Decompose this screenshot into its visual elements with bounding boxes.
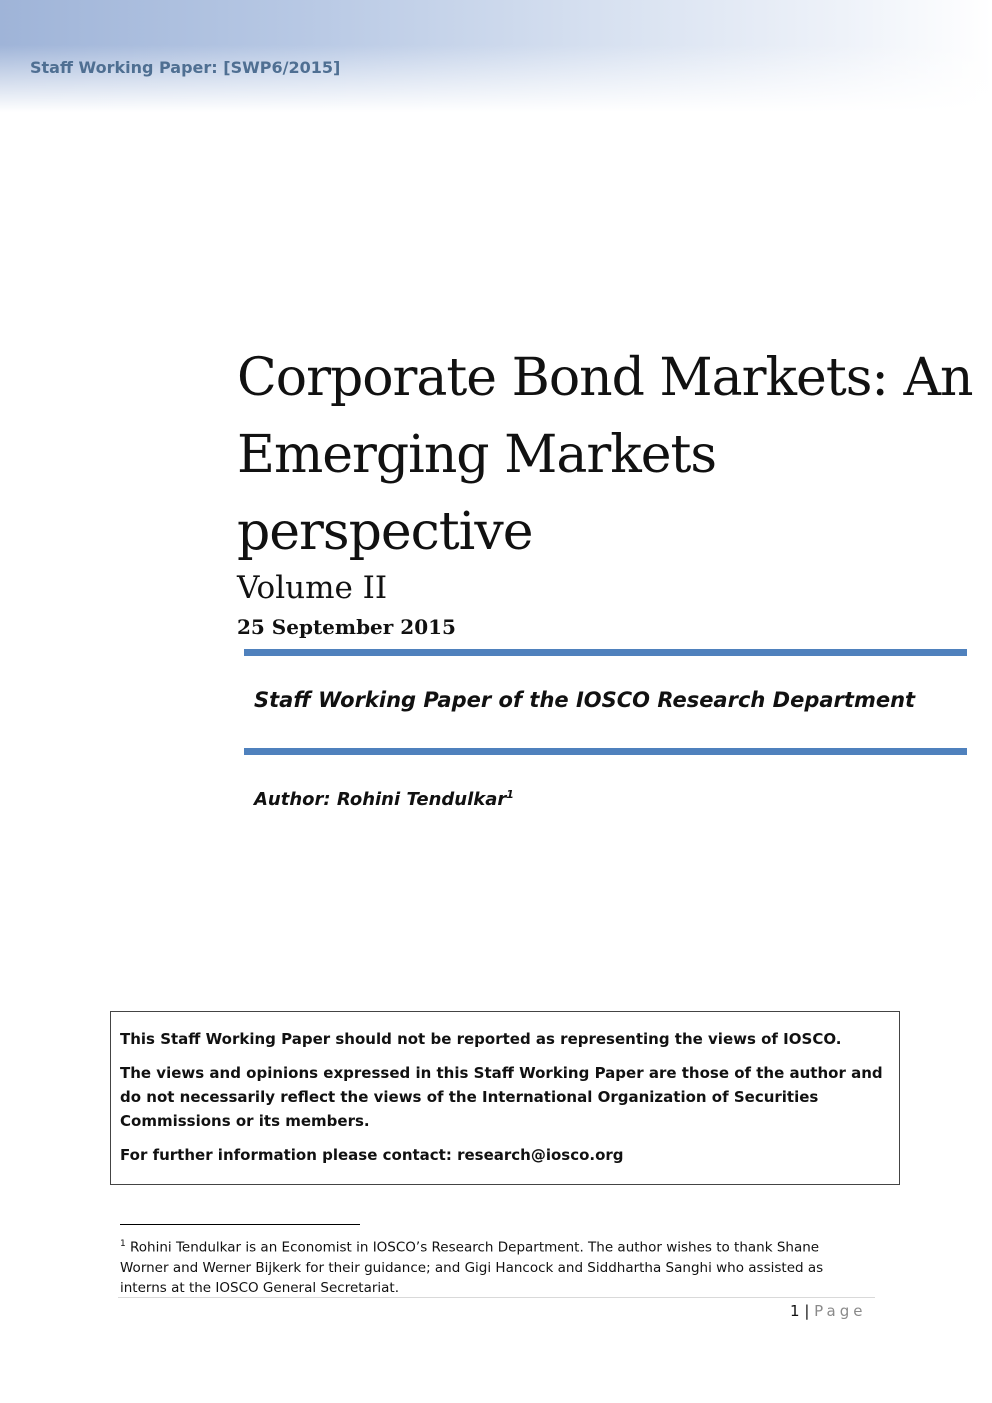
disclaimer-line-2: The views and opinions expressed in this… bbox=[120, 1064, 883, 1130]
disclaimer-box: This Staff Working Paper should not be r… bbox=[110, 1011, 900, 1185]
author-name: Author: Rohini Tendulkar bbox=[254, 789, 507, 810]
page-number: 1 bbox=[790, 1302, 800, 1320]
header-band bbox=[0, 0, 992, 112]
page-separator: | bbox=[799, 1302, 815, 1320]
divider-bottom bbox=[244, 748, 967, 755]
document-title: Corporate Bond Markets: An Emerging Mark… bbox=[237, 348, 974, 562]
document-subtitle: Staff Working Paper of the IOSCO Researc… bbox=[254, 688, 916, 712]
running-header: Staff Working Paper: [SWP6/2015] bbox=[30, 58, 341, 77]
footer-rule bbox=[118, 1297, 875, 1298]
author-footnote-mark[interactable]: 1 bbox=[506, 788, 514, 801]
disclaimer-line-1: This Staff Working Paper should not be r… bbox=[120, 1030, 842, 1048]
footnote: 1 Rohini Tendulkar is an Economist in IO… bbox=[120, 1234, 850, 1298]
divider-top bbox=[244, 649, 967, 656]
volume-label: Volume II bbox=[237, 570, 388, 606]
page-footer: 1 | Page bbox=[790, 1302, 866, 1320]
footnote-text: Rohini Tendulkar is an Economist in IOSC… bbox=[120, 1239, 824, 1296]
footnote-separator bbox=[120, 1224, 360, 1225]
footnote-mark: 1 bbox=[120, 1239, 126, 1249]
page-word: Page bbox=[814, 1302, 867, 1320]
publication-date: 25 September 2015 bbox=[237, 615, 456, 639]
author-line: Author: Rohini Tendulkar1 bbox=[254, 788, 514, 810]
disclaimer-contact: For further information please contact: … bbox=[120, 1146, 624, 1164]
